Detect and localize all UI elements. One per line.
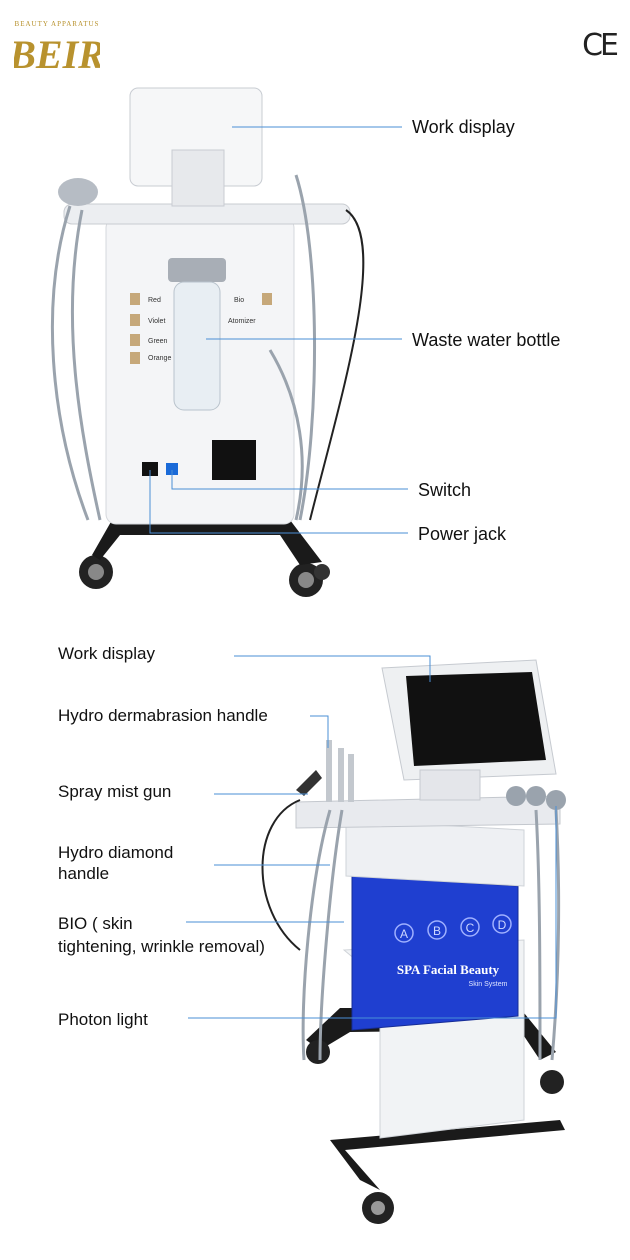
bottle-letter-b: B [433,924,441,938]
logo-tagline: BEAUTY APPARATUS [15,20,100,28]
label-spray-mist-gun: Spray mist gun [58,782,172,801]
logo-text: BEIR [14,32,100,77]
label-power-jack: Power jack [418,524,507,544]
front-view-panel: A B C D SPA Facial Beauty Skin System Wo… [0,620,630,1260]
port-label-orange: Orange [148,355,171,362]
label-bio: BIO ( skin tightening, wrinkle removal) [58,914,265,956]
bottle-letter-d: D [498,918,507,932]
port-label-green: Green [148,338,168,345]
port-label-red: Red [148,297,161,304]
port-label-atomizer: Atomizer [228,318,256,325]
brand-logo: BEAUTY APPARATUS BEIR [8,12,105,82]
label-photon-light: Photon light [58,1010,148,1029]
rear-view-machine-illustration: Red Violet Green Orange Bio Atomizer [50,87,408,597]
bottle-row [394,914,512,943]
bottle-letter-c: C [466,921,475,935]
ce-mark: CE [582,28,619,63]
label-hydro-dermabrasion-handle: Hydro dermabrasion handle [58,706,268,725]
bottle-letter-a: A [400,927,408,941]
panel-title: SPA Facial Beauty [397,962,500,977]
label-waste-water-bottle: Waste water bottle [412,330,561,350]
label-hydro-diamond-handle: Hydro diamond handle [58,843,174,883]
label-switch: Switch [418,480,472,500]
port-label-violet: Violet [148,318,165,325]
front-view-machine-illustration: A B C D SPA Facial Beauty Skin System [186,655,566,1224]
rear-view-panel: Red Violet Green Orange Bio Atomizer Wor… [0,0,630,620]
port-label-bio: Bio [234,297,244,304]
label-work-display-top: Work display [412,117,515,137]
panel-subtitle: Skin System [469,981,508,988]
label-work-display-bottom: Work display [58,644,155,663]
